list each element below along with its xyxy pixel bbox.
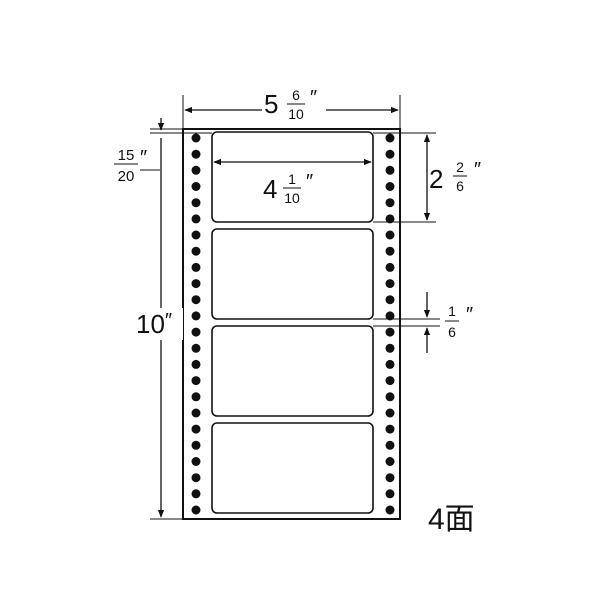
tractor-hole [385, 279, 395, 289]
tractor-hole [385, 230, 395, 240]
tractor-hole [385, 424, 395, 434]
tractor-hole [385, 440, 395, 450]
tractor-hole [191, 440, 201, 450]
top-margin-unit: ″ [140, 147, 147, 169]
label-2 [211, 228, 374, 320]
tractor-hole [385, 295, 395, 305]
label-height-numerator: 2 [456, 159, 464, 175]
tractor-hole [191, 408, 201, 418]
tractor-hole [191, 424, 201, 434]
tractor-hole [191, 327, 201, 337]
tractor-hole [191, 489, 201, 499]
tractor-hole [191, 457, 201, 466]
tractor-hole [385, 359, 395, 369]
tractor-hole [385, 149, 395, 159]
tractor-hole [191, 182, 201, 191]
top-margin-numerator: 15 [118, 147, 135, 164]
tractor-hole [385, 505, 395, 515]
tractor-hole [191, 473, 201, 483]
tractor-hole [385, 182, 395, 191]
label-1 [211, 131, 374, 223]
tractor-hole [385, 489, 395, 499]
overall-width-whole: 5 [264, 89, 278, 119]
tractor-hole [385, 376, 395, 386]
label-width-denominator: 10 [284, 190, 300, 206]
tractor-hole [191, 165, 201, 175]
tractor-hole [191, 376, 201, 386]
tractor-holes-left [191, 133, 201, 515]
overall-width-unit: ″ [310, 87, 317, 109]
tractor-hole [191, 149, 201, 159]
tractor-hole [191, 133, 201, 143]
tractor-hole [385, 214, 395, 224]
overall-width-denominator: 10 [288, 106, 304, 122]
label-width-numerator: 1 [288, 171, 296, 187]
label-3 [211, 325, 374, 417]
gap-numerator: 1 [448, 303, 456, 319]
tractor-hole [191, 214, 201, 224]
overall-height-unit: ″ [165, 310, 172, 332]
tractor-hole [385, 473, 395, 483]
tractor-hole [191, 262, 201, 272]
tractor-hole [191, 359, 201, 369]
tractor-hole [191, 311, 201, 321]
tractor-hole [385, 198, 395, 208]
tractor-hole [385, 408, 395, 418]
tractor-hole [191, 295, 201, 305]
tractor-hole [385, 165, 395, 175]
label-height-whole: 2 [429, 164, 443, 194]
tractor-hole [191, 279, 201, 289]
tractor-hole [191, 230, 201, 240]
tractor-hole [385, 343, 395, 353]
gap-unit: ″ [466, 304, 473, 326]
overall-height-value: 10 [136, 309, 165, 339]
tractor-hole [385, 392, 395, 402]
tractor-hole [191, 246, 201, 256]
tractor-hole [385, 311, 395, 321]
tractor-hole [191, 198, 201, 208]
label-width-unit: ″ [306, 171, 313, 193]
overall-width-numerator: 6 [292, 87, 300, 103]
label-width-whole: 4 [263, 174, 277, 204]
tractor-hole [385, 246, 395, 256]
tractor-holes-right [385, 133, 395, 515]
labels-per-sheet-text: 4面 [428, 503, 475, 536]
tractor-hole [385, 262, 395, 272]
tractor-hole [385, 133, 395, 143]
tractor-hole [191, 392, 201, 402]
top-margin-denominator: 20 [118, 168, 135, 185]
label-4 [211, 422, 374, 514]
label-height-unit: ″ [474, 159, 481, 181]
label-height-denominator: 6 [456, 178, 464, 194]
tractor-hole [191, 505, 201, 515]
tractor-hole [385, 457, 395, 466]
tractor-hole [191, 343, 201, 353]
tractor-hole [385, 327, 395, 337]
gap-denominator: 6 [448, 324, 456, 340]
